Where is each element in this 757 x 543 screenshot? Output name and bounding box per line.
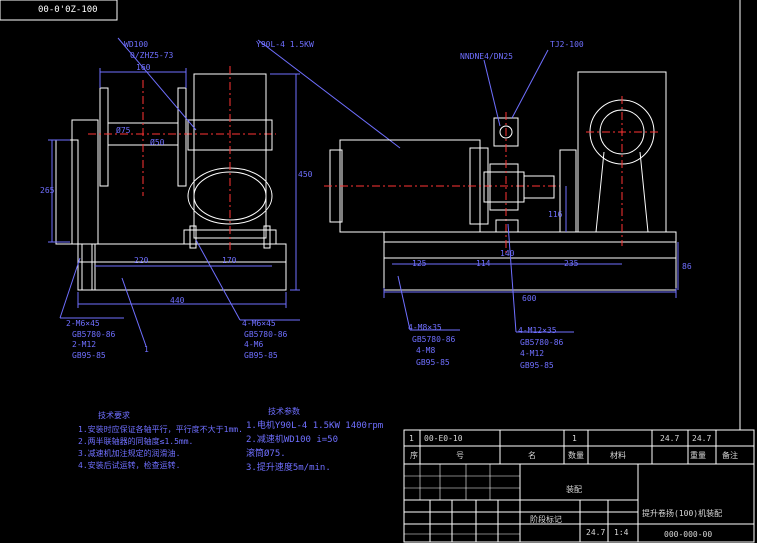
leader-washer-1: 2-M12 (72, 340, 97, 349)
leader-washer-4-std: GB95-85 (520, 361, 554, 370)
dim-440: 440 (170, 296, 185, 305)
dim-86: 86 (682, 262, 692, 271)
spec-line: 滚筒Ø75. (246, 449, 286, 459)
tb-drawing-number: 000-000-00 (664, 530, 713, 539)
tb-col-qty: 数量 (568, 451, 584, 460)
tb-row1-weight-unit: 24.7 (660, 434, 680, 443)
motor-callout: Y90L-4 1.5KW (256, 40, 314, 49)
tb-col-material: 材料 (610, 451, 626, 460)
tech-note-line: 2.两半联轴器的同轴度≤1.5mm. (78, 437, 194, 446)
spec-title: 技术参数 (268, 407, 300, 416)
dim-450: 450 (298, 170, 313, 179)
tb-row1-qty: 1 (572, 434, 577, 443)
spec-line: 2.减速机WD100 i=50 (246, 435, 339, 445)
tb-row1-weight-total: 24.7 (692, 434, 712, 443)
tb-col-name: 名 (528, 451, 536, 460)
dim-114: 114 (476, 259, 491, 268)
spec-line: 3.提升速度5m/min. (246, 463, 331, 473)
tb-row1-num: 1 (409, 434, 414, 443)
tb-col-note: 备注 (722, 451, 738, 460)
reducer-callout: WD100 (124, 40, 149, 49)
leader-washer-1-std: GB95-85 (72, 351, 106, 360)
tb-scale: 1:4 (614, 528, 629, 537)
drawing-code-box: 00-0'0Z-100 (38, 5, 98, 15)
leader-bolt-2-std: GB5780-86 (244, 330, 288, 339)
leader-bolt-4-std: GB5780-86 (520, 338, 564, 347)
tb-col-weight: 重量 (690, 451, 706, 460)
tech-note-line: 4.安装后试运转，检查运转. (78, 461, 181, 470)
spec-line: 1.电机Y90L-4 1.5KW 1400rpm (246, 421, 384, 431)
dim-160: 160 (136, 63, 151, 72)
reducer-callout-sub: 0/ZHZ5-73 (130, 51, 174, 60)
dim-phi75: Ø75 (116, 126, 131, 135)
dim-phi50: Ø50 (150, 138, 165, 147)
dim-600: 600 (522, 294, 537, 303)
tb-col-code: 号 (456, 451, 464, 460)
dim-220: 220 (134, 256, 149, 265)
dim-235: 235 (564, 259, 579, 268)
leader-bolt-1-std: GB5780-86 (72, 330, 116, 339)
leader-bolt-3: 4-M8×35 (408, 323, 442, 332)
leader-bolt-3-std: GB5780-86 (412, 335, 456, 344)
leader-item-number: 1 (144, 345, 149, 354)
leader-washer-3-std: GB95-85 (416, 358, 450, 367)
leader-washer-2: 4-M6 (244, 340, 264, 349)
tech-note-line: 1.安装时应保证各轴平行，平行度不大于1mm. (78, 425, 243, 434)
coupling-callout: NNDNE4/DN25 (460, 52, 513, 61)
tb-product-name: 提升卷扬(100)机装配 (642, 509, 723, 518)
tech-note-line: 3.减速机加注规定的润滑油. (78, 449, 181, 458)
tech-notes-title: 技术要求 (98, 411, 130, 420)
leader-bolt-4: 4-M12×35 (518, 326, 557, 335)
leader-washer-3: 4-M8 (416, 346, 436, 355)
tb-weight: 24.7 (586, 528, 606, 537)
leader-bolt-2: 4-M6×45 (242, 319, 276, 328)
dim-140: 140 (500, 249, 515, 258)
tb-center-label: 装配 (566, 485, 582, 494)
bearing-callout: TJ2-100 (550, 40, 584, 49)
tb-row1-code: 00-E0-10 (424, 434, 463, 443)
leader-washer-2-std: GB95-85 (244, 351, 278, 360)
tb-col-seq: 序 (410, 451, 418, 460)
tb-stage-label: 阶段标记 (530, 515, 562, 524)
dim-265: 265 (40, 186, 55, 195)
dim-116: 116 (548, 210, 563, 219)
dim-170: 170 (222, 256, 237, 265)
leader-bolt-1: 2-M6×45 (66, 319, 100, 328)
dim-125: 125 (412, 259, 427, 268)
leader-washer-4: 4-M12 (520, 349, 545, 358)
